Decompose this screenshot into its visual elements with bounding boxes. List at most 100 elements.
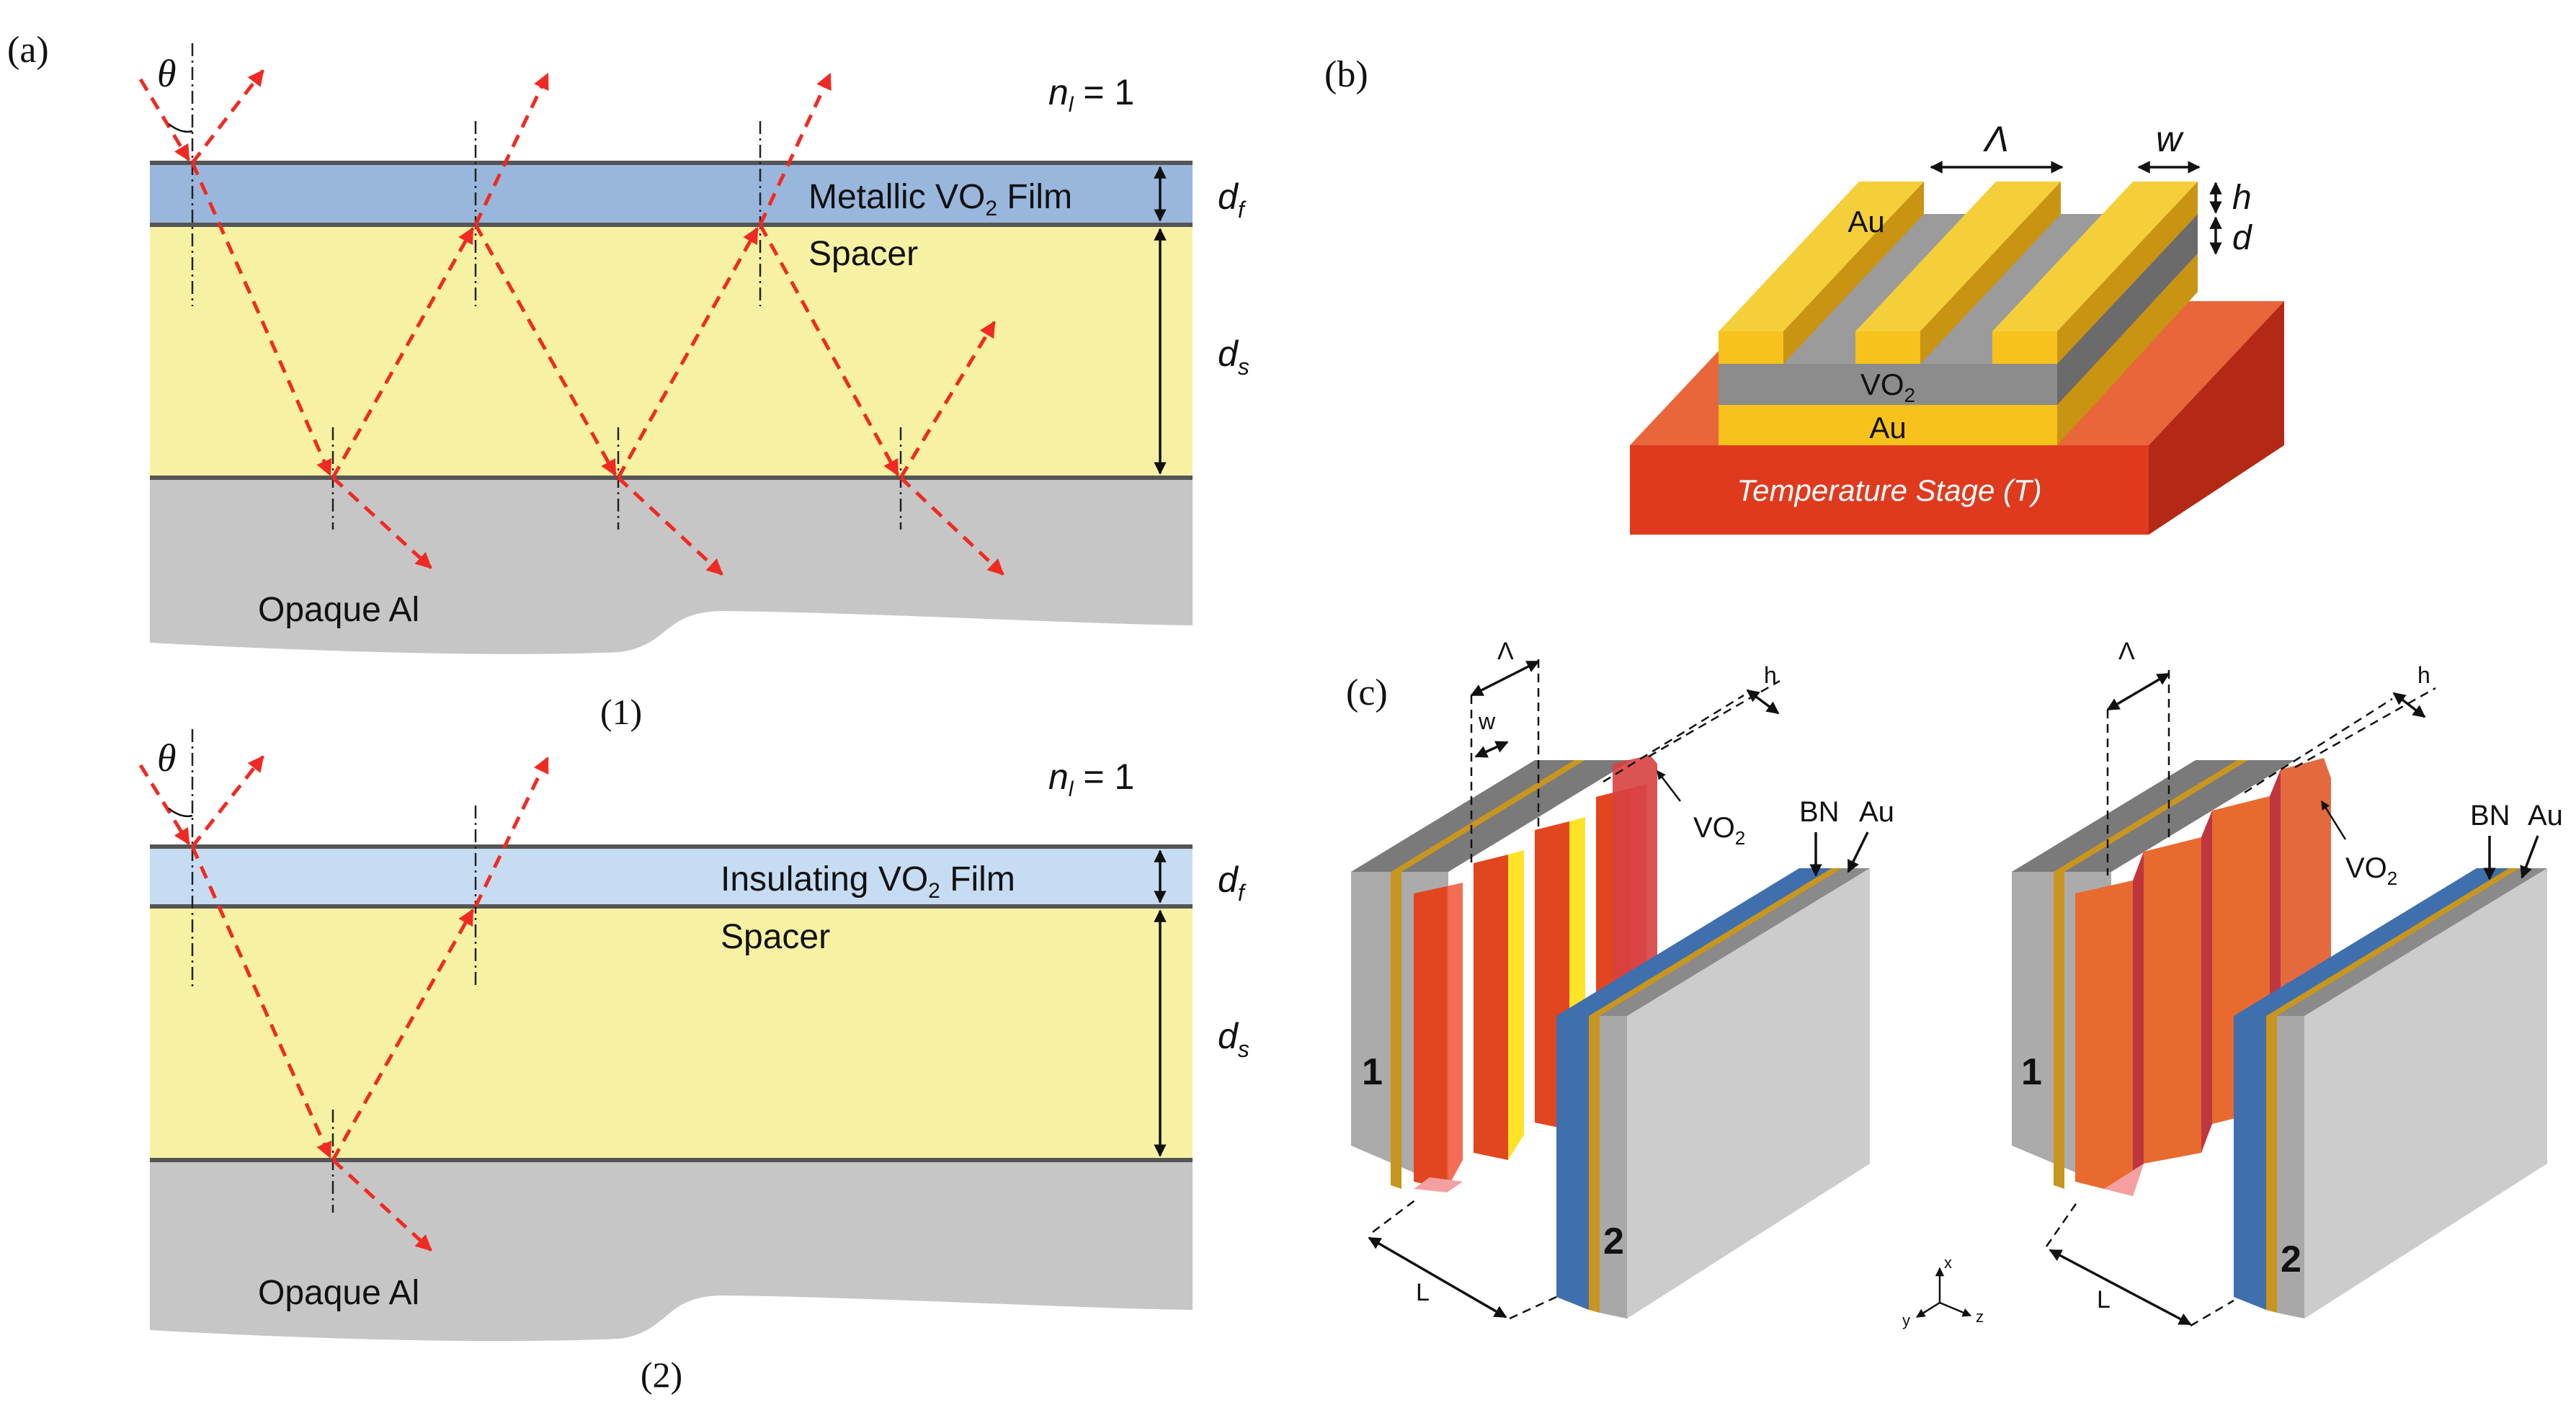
plate-1-edge <box>1401 760 1597 872</box>
refracted-ray <box>190 845 332 1159</box>
plate-2-front-edge <box>2277 1016 2304 1319</box>
axes-triad: x y z <box>1902 1254 1984 1329</box>
y-axis-label: y <box>1902 1311 1910 1329</box>
grating-fin <box>2075 852 2144 1196</box>
height-arrow <box>1746 689 1780 715</box>
reflected-ray <box>191 69 264 164</box>
film-label: Metallic VO2 Film <box>808 178 1072 220</box>
height-label: h <box>1764 662 1777 688</box>
body-2-label: 2 <box>2281 1239 2301 1280</box>
plate-2-top-edge <box>1600 868 1870 1016</box>
plate-1-au-layer <box>1391 872 1401 1189</box>
gap-label: L <box>2097 1286 2111 1313</box>
spacer-layer-1 <box>150 225 1193 478</box>
thickness-label: d <box>2232 219 2252 257</box>
reflected-ray <box>191 755 264 848</box>
z-axis-label: z <box>1976 1308 1984 1326</box>
guide-line <box>1648 679 1781 758</box>
absorbed-ray <box>331 476 432 569</box>
plate-2-face <box>2304 868 2547 1319</box>
gap-label: L <box>1416 1279 1430 1306</box>
plate-1-au-layer <box>2054 872 2064 1189</box>
spacer-ray <box>331 909 475 1161</box>
panel-c: (c) <box>1346 638 2563 1329</box>
panel-c-label: (c) <box>1346 672 1388 713</box>
insulating-film-2 <box>150 847 1193 906</box>
guide-line <box>2190 1299 2234 1327</box>
au-label: Au <box>2528 800 2563 831</box>
period-arrow <box>2106 672 2170 711</box>
vo2-label: VO2 <box>2345 852 2397 889</box>
absorbed-ray <box>331 1159 432 1252</box>
plate-1-au-edge <box>1391 760 1585 872</box>
bn-label: BN <box>1799 796 1840 828</box>
transmitted-ray <box>758 72 832 226</box>
vo2-front <box>1719 364 2057 405</box>
guide-line <box>2294 687 2436 769</box>
grating-fin <box>1474 850 1524 1160</box>
au-strip <box>1992 182 2198 364</box>
bn-layer <box>1556 1016 1589 1310</box>
au-base-label: Au <box>1869 411 1906 445</box>
vo2-pointer <box>2320 800 2347 840</box>
vo2-label: VO2 <box>1860 367 1915 406</box>
panel-b: (b) Temperature Stage (T) VO2 Au <box>1324 54 2284 535</box>
config-grating-left: Λ w h VO2 BN Au 1 2 L <box>1351 638 1894 1320</box>
vo2-label: VO2 <box>1693 812 1745 849</box>
x-axis-label: x <box>1944 1254 1952 1272</box>
subcaption-1: (1) <box>600 692 642 732</box>
grating-fin <box>1414 883 1463 1189</box>
period-label: Λ <box>1982 119 2008 159</box>
substrate-al-1 <box>150 478 1193 654</box>
plate-1-au-edge <box>2054 760 2248 872</box>
absorbed-ray <box>899 476 1004 576</box>
bn-layer <box>2234 1016 2266 1310</box>
theta-label: θ <box>157 52 177 95</box>
guide-line <box>1603 694 1744 783</box>
subdiagram-2: θ nl = 1 Insulating VO2 Film Spacer Opaq… <box>138 729 1249 1395</box>
fin-bottom <box>1414 1177 1463 1192</box>
fin-bottom <box>2075 1164 2144 1196</box>
plate-2-top-edge <box>2277 868 2547 1016</box>
plate-2-top-au <box>1589 868 1842 1016</box>
au-base-front <box>1719 405 2057 445</box>
medium-index-label: nl = 1 <box>1048 72 1134 117</box>
config-grating-right: Λ h VO2 BN Au 1 2 L <box>2012 638 2563 1327</box>
refracted-ray <box>190 161 332 477</box>
grating-fin <box>2144 811 2212 1164</box>
plate-2-face <box>1627 868 1870 1319</box>
medium-index-label: nl = 1 <box>1048 757 1134 801</box>
vo2-pointer <box>1657 770 1681 802</box>
period-label: Λ <box>2118 638 2135 665</box>
au-strip-label: Au <box>1848 205 1884 238</box>
transmitted-ray <box>473 72 550 226</box>
au-pointer <box>1847 831 1869 873</box>
spacer-layer-2 <box>150 906 1193 1160</box>
width-label: w <box>1478 708 1496 734</box>
height-arrow <box>2392 692 2426 718</box>
height-label: h <box>2417 662 2430 688</box>
gap-arrow <box>1368 1236 1507 1319</box>
width-label: w <box>2156 119 2184 159</box>
au-base-side <box>2057 254 2198 445</box>
transmitted-ray <box>473 756 550 908</box>
spacer-label: Spacer <box>721 918 830 956</box>
df-label: df <box>1218 860 1247 906</box>
stage-side <box>2149 301 2284 535</box>
vo2-side <box>2057 214 2198 405</box>
incident-ray <box>138 78 191 161</box>
plate-2-top-au <box>2266 868 2520 1016</box>
stage-front <box>1630 445 2149 535</box>
body-1-label: 1 <box>1362 1051 1383 1093</box>
au-layer <box>1589 1016 1600 1313</box>
spacer-ray <box>758 223 900 476</box>
spacer-ray <box>331 227 475 479</box>
stage-label: Temperature Stage (T) <box>1737 473 2041 507</box>
ds-label: ds <box>1218 1016 1249 1062</box>
period-label: Λ <box>1497 638 1514 665</box>
spacer-label: Spacer <box>808 235 918 273</box>
guide-line <box>1372 1199 1417 1233</box>
spacer-ray <box>616 227 759 479</box>
theta-label: θ <box>157 736 177 780</box>
